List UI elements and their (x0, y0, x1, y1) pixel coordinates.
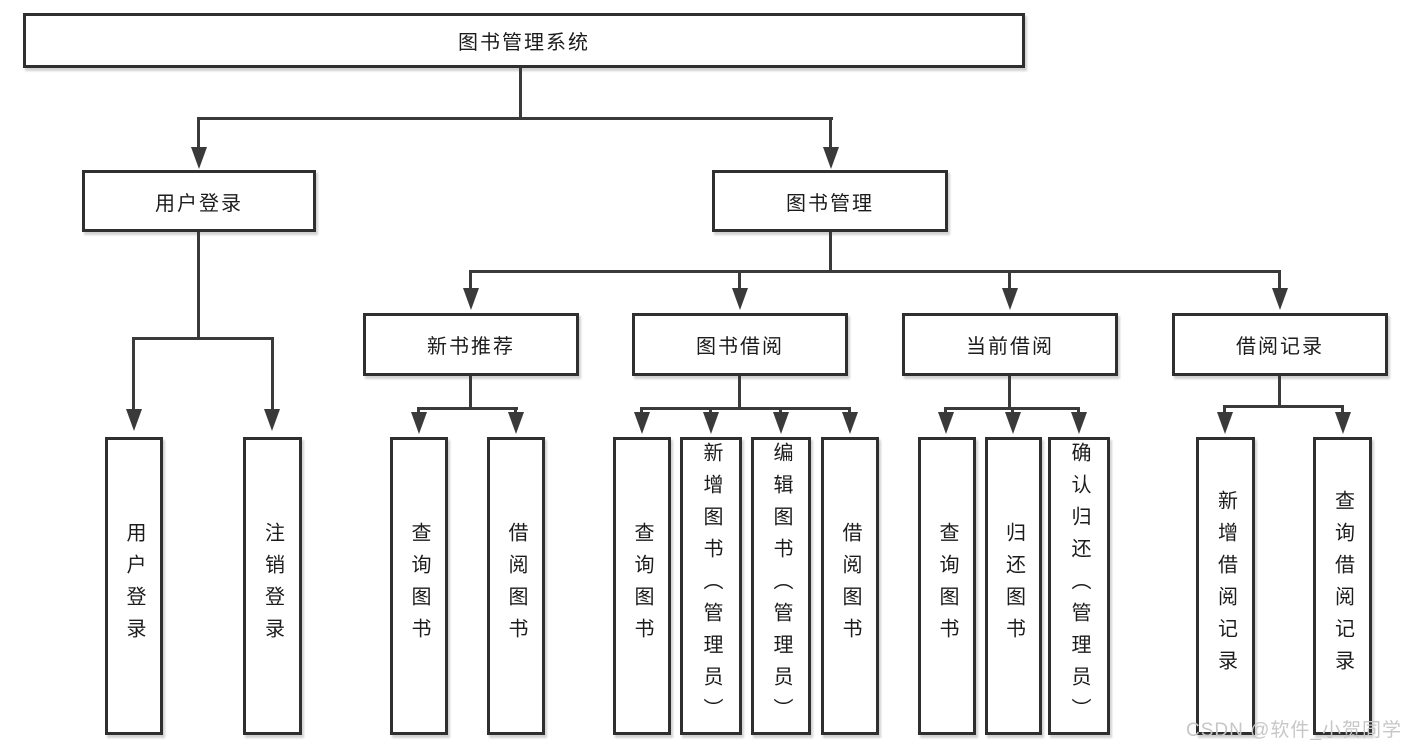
node-user-login: 用户登录 (82, 170, 316, 232)
connector-new-book-bus (418, 407, 518, 410)
connector-bb-drop-3 (779, 407, 782, 415)
arrow-nb-query-book (411, 412, 427, 434)
connector-bb-drop-2 (709, 407, 712, 415)
node-book-management-label: 图书管理 (786, 192, 874, 215)
node-user-login-leaf: 用户登录 (105, 437, 163, 735)
node-bb-query-book-label: 查询图书 (631, 522, 653, 650)
node-br-add-borrow-record: 新增借阅记录 (1196, 437, 1255, 735)
node-bb-edit-book-admin: 编辑图书（管理员） (751, 437, 811, 735)
node-br-query-borrow-record: 查询借阅记录 (1313, 437, 1372, 735)
connector-book-management-stem (829, 232, 832, 273)
connector-br-drop-1 (1223, 405, 1226, 415)
node-bb-borrow-book: 借阅图书 (821, 437, 879, 735)
arrow-bb-edit-book (773, 412, 789, 434)
arrow-cb-return-book (1005, 412, 1021, 434)
connector-br-drop-2 (1341, 405, 1344, 415)
connector-borrow-record-stem (1278, 376, 1281, 408)
arrow-to-logout-leaf (264, 409, 280, 431)
node-book-management: 图书管理 (712, 170, 948, 232)
connector-root-drop-right (829, 117, 832, 149)
connector-cb-drop-2 (1011, 407, 1014, 415)
connector-book-borrow-stem (738, 376, 741, 410)
node-user-login-label: 用户登录 (155, 192, 243, 215)
arrow-br-query-record (1335, 412, 1351, 434)
node-new-book-recommend-label: 新书推荐 (427, 336, 515, 358)
connector-bm-drop-3 (1008, 270, 1011, 290)
node-borrow-record-label: 借阅记录 (1236, 336, 1324, 358)
node-nb-borrow-book: 借阅图书 (487, 437, 545, 735)
connector-current-borrow-stem (1008, 376, 1011, 410)
connector-bm-drop-1 (469, 270, 472, 290)
node-book-borrow-label: 图书借阅 (696, 336, 784, 358)
node-borrow-record: 借阅记录 (1172, 313, 1388, 376)
node-cb-confirm-return-admin: 确认归还（管理员） (1048, 437, 1110, 735)
arrow-bb-borrow-book (842, 412, 858, 434)
connector-user-login-drop-2 (271, 337, 274, 411)
node-cb-query-book-label: 查询图书 (936, 522, 958, 650)
node-bb-query-book: 查询图书 (613, 437, 671, 735)
node-cb-query-book: 查询图书 (918, 437, 976, 735)
connector-root-bus (197, 117, 833, 120)
arrow-to-user-login-leaf (126, 409, 142, 431)
connector-root-stem (519, 68, 522, 120)
node-bb-borrow-book-label: 借阅图书 (839, 522, 861, 650)
node-nb-borrow-book-label: 借阅图书 (505, 522, 527, 650)
csdn-watermark: CSDN @软件_小贺同学 (1186, 720, 1402, 741)
node-cb-return-book-label: 归还图书 (1002, 522, 1025, 650)
connector-root-drop-left (197, 117, 200, 149)
node-bb-add-book-admin-label: 新增图书（管理员） (700, 442, 722, 730)
arrow-br-add-record (1217, 412, 1233, 434)
connector-cb-drop-1 (944, 407, 947, 415)
connector-book-management-bus (470, 270, 1281, 273)
arrow-nb-borrow-book (508, 412, 524, 434)
node-br-query-borrow-record-label: 查询借阅记录 (1331, 490, 1354, 682)
connector-nb-drop-1 (417, 407, 420, 415)
node-user-login-leaf-label: 用户登录 (123, 522, 145, 650)
arrow-to-borrow-record (1272, 288, 1288, 310)
connector-bb-drop-4 (848, 407, 851, 415)
node-logout-leaf-label: 注销登录 (261, 522, 284, 650)
node-br-add-borrow-record-label: 新增借阅记录 (1214, 490, 1237, 682)
node-root-label: 图书管理系统 (458, 32, 590, 54)
node-logout-leaf: 注销登录 (243, 437, 302, 735)
node-nb-query-book-label: 查询图书 (408, 522, 430, 650)
arrow-to-book-management (823, 147, 839, 169)
connector-user-login-stem (197, 232, 200, 340)
connector-new-book-stem (469, 376, 472, 410)
node-bb-edit-book-admin-label: 编辑图书（管理员） (770, 442, 792, 730)
arrow-cb-query-book (938, 412, 954, 434)
node-current-borrow: 当前借阅 (902, 313, 1118, 376)
node-root: 图书管理系统 (23, 13, 1025, 68)
connector-user-login-bus (133, 337, 274, 340)
connector-cb-drop-3 (1077, 407, 1080, 415)
node-cb-confirm-return-admin-label: 确认归还（管理员） (1068, 442, 1090, 730)
node-cb-return-book: 归还图书 (985, 437, 1042, 735)
node-new-book-recommend: 新书推荐 (363, 313, 579, 376)
arrow-bb-query-book (634, 412, 650, 434)
node-nb-query-book: 查询图书 (390, 437, 448, 735)
arrow-to-current-borrow (1002, 288, 1018, 310)
arrow-cb-confirm-return (1071, 412, 1087, 434)
connector-borrow-record-bus (1224, 405, 1344, 408)
connector-user-login-drop-1 (132, 337, 135, 411)
arrow-to-new-book (463, 288, 479, 310)
arrow-bb-add-book (703, 412, 719, 434)
node-current-borrow-label: 当前借阅 (966, 336, 1054, 358)
arrow-to-user-login (191, 147, 207, 169)
connector-bb-drop-1 (640, 407, 643, 415)
connector-bm-drop-4 (1278, 270, 1281, 290)
connector-bm-drop-2 (738, 270, 741, 290)
connector-book-borrow-bus (641, 407, 851, 410)
node-bb-add-book-admin: 新增图书（管理员） (680, 437, 742, 735)
node-book-borrow: 图书借阅 (632, 313, 848, 376)
connector-nb-drop-2 (514, 407, 517, 415)
arrow-to-book-borrow (732, 288, 748, 310)
